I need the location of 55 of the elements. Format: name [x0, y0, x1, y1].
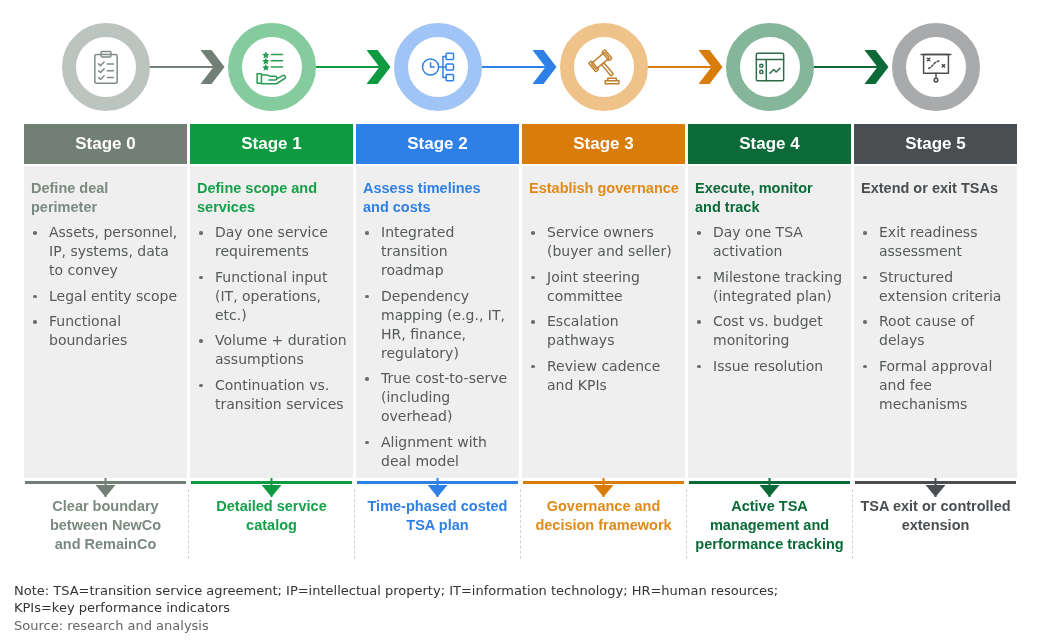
bullet-item: Functional input (IT, operations, etc.) — [198, 267, 349, 325]
pointer-arrow — [95, 477, 116, 498]
bullet-item: Structured extension criteria — [862, 267, 1013, 306]
column-heading: Assess timelines and costs — [363, 178, 482, 217]
pointer-arrow — [925, 477, 946, 498]
pointer-arrow — [261, 477, 282, 498]
bullet-item: Integrated transition roadmap — [364, 223, 515, 280]
bullet-item: Joint steering committee — [530, 267, 681, 306]
outcome-text: TSA exit or controlled extension — [856, 497, 1015, 535]
bullet-item: Escalation pathways — [530, 312, 681, 350]
stage-column — [190, 124, 353, 478]
stage-header: Stage 4 — [688, 124, 851, 166]
outcome-text: Governance and decision framework — [528, 497, 679, 535]
bullet-item: Functional boundaries — [32, 312, 183, 350]
stage-column — [356, 124, 519, 478]
stage-header: Stage 5 — [854, 124, 1017, 166]
bullet-item: Assets, personnel, IP, systems, data to convey — [32, 223, 183, 280]
bullet-item: Issue resolution — [696, 356, 847, 376]
bullet-item: Review cadence and KPIs — [530, 356, 681, 395]
column-heading: Establish governance — [529, 178, 679, 198]
stage-header: Stage 1 — [190, 124, 353, 166]
outcome-text: Time-phased costed TSA plan — [362, 497, 513, 535]
column-heading: Execute, monitor and track — [695, 178, 814, 217]
bullet-item: Cost vs. budget monitoring — [696, 312, 847, 350]
outcome-text: Clear boundary between NewCo and RemainCo — [40, 497, 171, 554]
bullet-item: Volume + duration assumptions — [198, 331, 349, 369]
bullet-item: True cost-to-serve (including overhead) — [364, 369, 515, 426]
bullet-item: Root cause of delays — [862, 312, 1013, 350]
column-heading: Define scope and services — [197, 178, 319, 217]
outcome-text: Detailed service catalog — [196, 497, 347, 535]
stage-header: Stage 0 — [24, 124, 187, 166]
bullet-item: Dependency mapping (e.g., IT, HR, finance, regulatory) — [364, 286, 515, 363]
bullet-item: Formal approval and fee mechanisms — [862, 356, 1013, 414]
pointer-arrow — [759, 477, 780, 498]
pointer-arrow — [593, 477, 614, 498]
pointer-arrow — [427, 477, 448, 498]
bullet-item: Legal entity scope — [32, 286, 183, 306]
bullet-item: Alignment with deal model — [364, 432, 515, 471]
bullet-item: Day one service requirements — [198, 223, 349, 261]
stage-header: Stage 3 — [522, 124, 685, 166]
bullet-item: Continuation vs. transition services — [198, 375, 349, 414]
stage-column — [854, 124, 1017, 478]
bullet-item: Day one TSA activation — [696, 223, 847, 261]
stage-column — [688, 124, 851, 478]
bullet-item: Milestone tracking (integrated plan) — [696, 267, 847, 306]
column-heading: Extend or exit TSAs — [861, 178, 999, 198]
outcome-text: Active TSA management and performance tracking — [690, 497, 849, 554]
bullet-item: Exit readiness assessment — [862, 223, 1013, 261]
source-note: Source: research and analysis — [14, 616, 210, 634]
footnote: Note: TSA=transition service agreement; IP=intellectual property; IT=information technology; HR=human resources; KPIs=key performance indicators — [14, 581, 780, 616]
column-heading: Define deal perimeter — [31, 178, 110, 217]
stage-column — [522, 124, 685, 478]
stage-column — [24, 124, 187, 478]
stage-header: Stage 2 — [356, 124, 519, 166]
bullet-item: Service owners (buyer and seller) — [530, 223, 681, 261]
